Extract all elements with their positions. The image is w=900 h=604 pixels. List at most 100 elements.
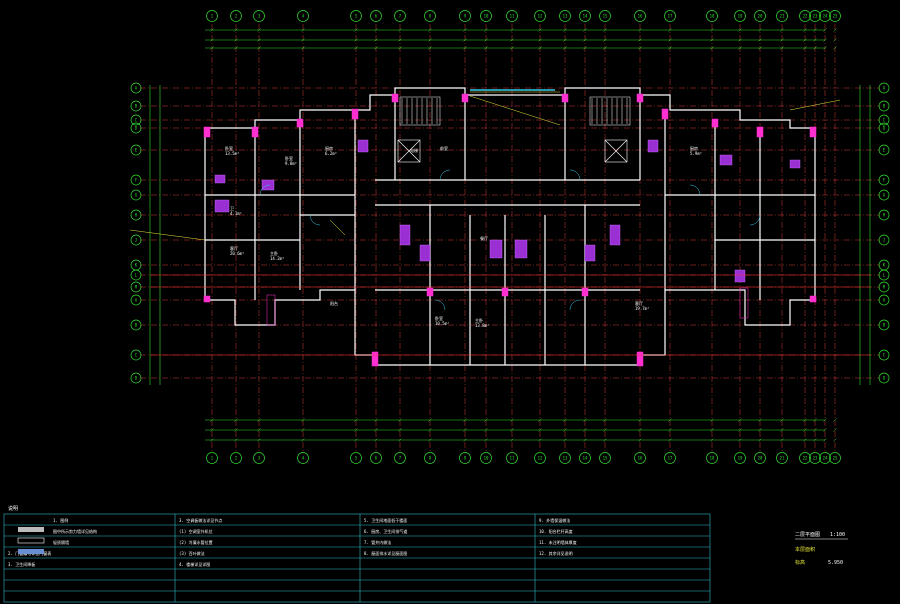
svg-text:C: C — [135, 353, 138, 358]
svg-text:E: E — [883, 148, 886, 153]
svg-text:B: B — [883, 104, 886, 109]
svg-text:22: 22 — [803, 456, 808, 461]
svg-text:4: 4 — [302, 14, 305, 19]
note-line: 3. 卫生间降板 — [8, 561, 35, 567]
room-name: 卫 — [230, 206, 234, 211]
axis-bubble: J — [130, 234, 142, 246]
axis-bubble: 4 — [297, 10, 309, 22]
svg-text:D: D — [883, 126, 886, 131]
svg-text:2: 2 — [235, 14, 238, 19]
axis-bubble: H — [130, 209, 142, 221]
svg-text:B: B — [135, 323, 138, 328]
room-name: 主卧 — [475, 317, 483, 323]
svg-text:18: 18 — [710, 456, 715, 461]
svg-text:A: A — [135, 86, 138, 91]
axis-bubble: 1 — [206, 452, 218, 464]
axis-bubble: 23 — [809, 452, 821, 464]
area-label: 本层面积 — [795, 546, 815, 553]
axis-bubble: 7 — [394, 452, 406, 464]
room-area: 13.5m² — [225, 151, 239, 156]
axis-bubble: 9 — [459, 10, 471, 22]
axis-bubble: 25 — [829, 452, 841, 464]
axis-bubble: D — [878, 372, 890, 384]
svg-text:19: 19 — [738, 14, 743, 19]
svg-text:17: 17 — [668, 456, 673, 461]
room-area: 5.9m² — [690, 151, 702, 156]
svg-text:C: C — [883, 353, 886, 358]
shear-walls — [203, 93, 817, 367]
axis-bubble: G — [130, 189, 142, 201]
svg-text:J: J — [135, 238, 137, 243]
svg-text:H: H — [883, 213, 886, 218]
axis-bubble: 22 — [799, 10, 811, 22]
axis-bubble: 14 — [579, 10, 591, 22]
dimension-ticks — [210, 28, 837, 442]
svg-text:12: 12 — [538, 14, 543, 19]
axis-bubble: 24 — [819, 452, 831, 464]
svg-text:15: 15 — [603, 14, 608, 19]
axis-bubble: G — [878, 189, 890, 201]
svg-text:1: 1 — [211, 14, 214, 19]
axis-bubble: H — [878, 209, 890, 221]
axis-bubble: 11 — [506, 10, 518, 22]
axis-bubble: F — [130, 174, 142, 186]
svg-text:K: K — [883, 263, 886, 268]
svg-text:3: 3 — [258, 14, 261, 19]
note-line: (3) 百叶做法 — [179, 550, 205, 556]
axis-bubble: 15 — [599, 452, 611, 464]
axis-bubble: 24 — [819, 10, 831, 22]
room-name: 卧室 — [225, 145, 233, 151]
note-line: 6. 厨房、卫生间排气道 — [364, 528, 407, 534]
room-area: 4.1m² — [230, 211, 242, 216]
svg-text:A: A — [135, 298, 138, 303]
notes-table — [3, 513, 711, 603]
svg-text:12: 12 — [538, 456, 543, 461]
svg-text:G: G — [883, 193, 886, 198]
svg-text:C: C — [135, 118, 138, 123]
room-name: 厨房 — [325, 145, 333, 151]
room-area: 6.2m² — [325, 151, 337, 156]
svg-text:E: E — [135, 148, 138, 153]
note-line: 12. 其余详见说明 — [539, 550, 573, 556]
svg-text:24: 24 — [823, 456, 828, 461]
svg-text:13: 13 — [563, 14, 568, 19]
axis-bubble: L — [130, 269, 142, 281]
axis-bubble: 4 — [297, 452, 309, 464]
svg-text:4: 4 — [302, 456, 305, 461]
axis-bubble: 17 — [664, 10, 676, 22]
axis-bubble: 1 — [206, 10, 218, 22]
axis-bubble: 9 — [459, 452, 471, 464]
svg-text:23: 23 — [813, 14, 818, 19]
svg-text:11: 11 — [510, 456, 515, 461]
axis-bubble: 12 — [534, 452, 546, 464]
axis-bubble: 5 — [350, 10, 362, 22]
axis-bubble: B — [130, 100, 142, 112]
axis-bubble: 14 — [579, 452, 591, 464]
axis-bubble: 6 — [370, 452, 382, 464]
svg-text:15: 15 — [603, 456, 608, 461]
svg-text:6: 6 — [375, 14, 378, 19]
axis-bubble: A — [130, 294, 142, 306]
axis-bubble: 21 — [776, 452, 788, 464]
axis-bubble: M — [130, 281, 142, 293]
note-line: (1) 空调室外机位 — [179, 528, 213, 534]
svg-text:M: M — [135, 285, 138, 290]
dimension-lines — [149, 29, 871, 441]
svg-text:K: K — [135, 263, 138, 268]
svg-text:3: 3 — [258, 456, 261, 461]
note-line: 7. 管井内做法 — [364, 539, 391, 545]
axis-bubble: D — [878, 122, 890, 134]
svg-text:9: 9 — [464, 456, 467, 461]
axis-bubble: 23 — [809, 10, 821, 22]
room-area: 14.2m² — [270, 256, 284, 261]
section-markers — [150, 274, 870, 356]
axis-bubble: 8 — [424, 10, 436, 22]
note-line: 图中所示剪力墙详见结构 — [53, 528, 97, 534]
svg-text:B: B — [135, 104, 138, 109]
drawing-scale: 1:100 — [830, 532, 845, 538]
svg-text:16: 16 — [638, 456, 643, 461]
elevation-label: 标高 — [795, 559, 805, 566]
